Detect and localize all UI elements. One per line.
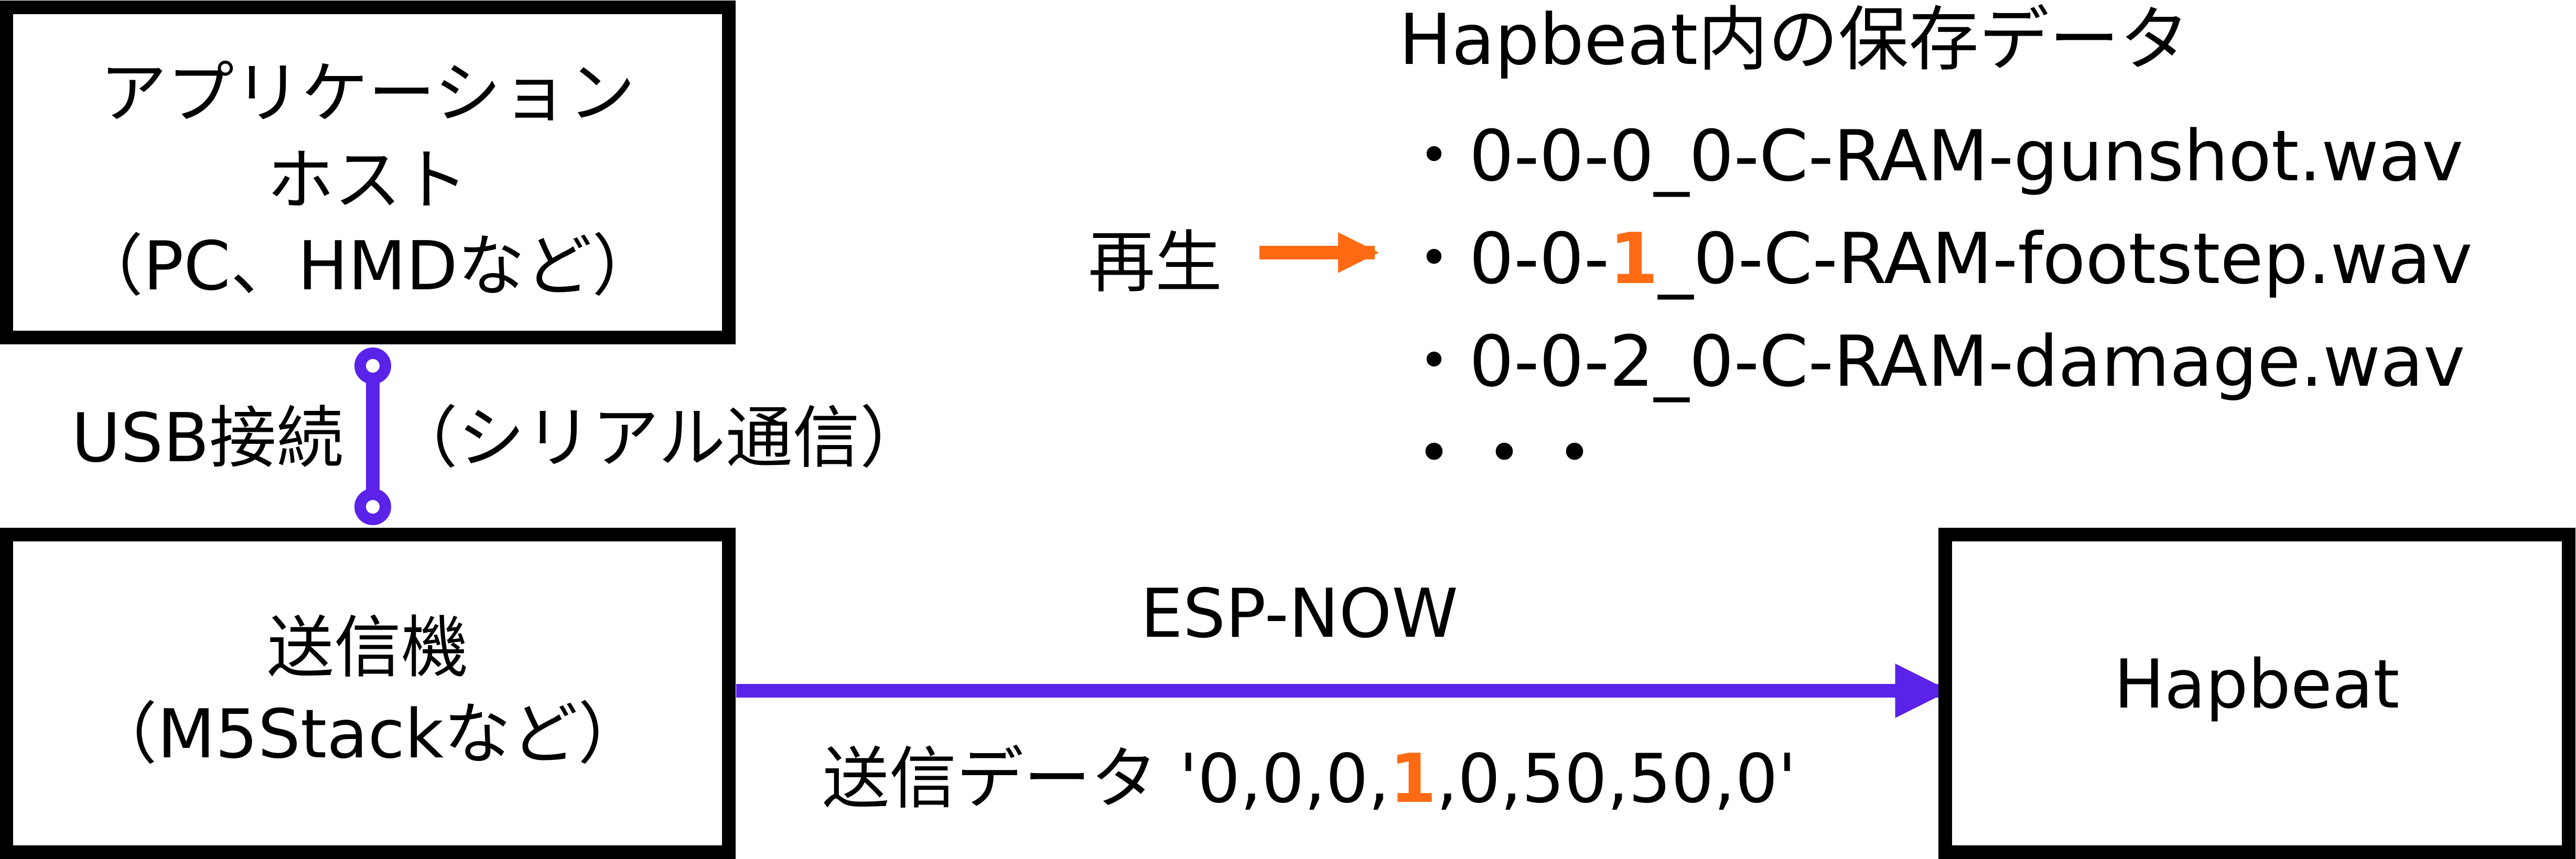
usb-label-left: USB接続 xyxy=(71,399,343,477)
host-label-line1: アプリケーション xyxy=(100,55,635,133)
espnow-connection: ESP-NOW 送信データ '0,0,0,1,0,50,50,0' xyxy=(736,575,1950,818)
file-item-3-prefix: 0-0-2_0-C-RAM-damage.wav xyxy=(1469,321,2465,403)
file-item-2-highlight: 1 xyxy=(1609,218,1658,300)
file-item-3: ・0-0-2_0-C-RAM-damage.wav xyxy=(1399,321,2465,403)
espnow-data: 送信データ '0,0,0,1,0,50,50,0' xyxy=(822,740,1796,818)
espnow-data-suffix: ,0,50,50,0' xyxy=(1436,740,1796,818)
espnow-label: ESP-NOW xyxy=(1140,575,1458,653)
host-box xyxy=(0,1,736,344)
host-label-line3: （PC、HMDなど） xyxy=(76,227,659,306)
host-label-line2: ホスト xyxy=(267,142,468,220)
host-node: アプリケーション ホスト （PC、HMDなど） xyxy=(0,1,736,344)
transmitter-box xyxy=(0,528,736,859)
usb-connection: USB接続 （シリアル通信） xyxy=(71,347,927,525)
transmitter-label-line1: 送信機 xyxy=(267,609,468,687)
hapbeat-box xyxy=(1938,528,2575,859)
file-item-3-bullet: ・ xyxy=(1399,321,1469,403)
storage-title: Hapbeat内の保存データ xyxy=(1399,0,2190,81)
file-item-2: ・0-0-1_0-C-RAM-footstep.wav xyxy=(1399,218,2472,300)
espnow-data-highlight: 1 xyxy=(1389,740,1436,818)
playback-label: 再生 xyxy=(1088,224,1222,302)
usb-link-end-top xyxy=(354,347,391,384)
hapbeat-node: Hapbeat xyxy=(1938,528,2575,859)
transmitter-label-line2: （M5Stackなど） xyxy=(90,695,645,774)
transmitter-node: 送信機 （M5Stackなど） xyxy=(0,528,736,859)
file-item-2-prefix: 0-0- xyxy=(1469,218,1609,300)
file-item-2-suffix: _0-C-RAM-footstep.wav xyxy=(1657,218,2472,300)
file-item-1: ・0-0-0_0-C-RAM-gunshot.wav xyxy=(1399,115,2463,197)
file-item-1-prefix: 0-0-0_0-C-RAM-gunshot.wav xyxy=(1469,115,2463,197)
file-item-2-bullet: ・ xyxy=(1399,218,1469,300)
usb-label-right: （シリアル通信） xyxy=(391,399,927,477)
storage-list: Hapbeat内の保存データ ・0-0-0_0-C-RAM-gunshot.wa… xyxy=(1399,0,2472,495)
file-item-1-bullet: ・ xyxy=(1399,115,1469,197)
playback-indicator: 再生 xyxy=(1088,224,1379,302)
hapbeat-label: Hapbeat xyxy=(2114,646,2400,724)
usb-link-end-bottom xyxy=(354,488,391,525)
espnow-data-prefix: 送信データ '0,0,0, xyxy=(822,740,1389,818)
storage-ellipsis: ・・・ xyxy=(1399,413,1610,495)
